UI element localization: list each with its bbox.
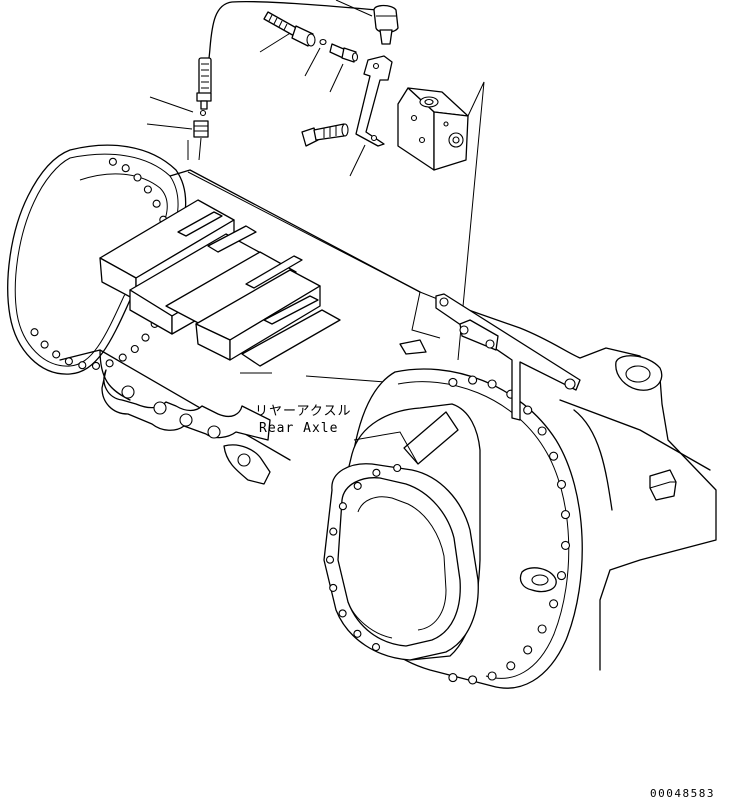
cap-nut	[373, 4, 399, 45]
hub-face-bolt-hole	[393, 463, 402, 473]
leader-lines	[71, 0, 386, 383]
axle-housing-left	[7, 144, 421, 461]
flange-bolt-hole	[78, 361, 87, 370]
flange-bolt-hole	[121, 164, 130, 173]
flange-bolt-hole	[108, 157, 117, 166]
hub-bolt-hole	[523, 645, 533, 655]
label-english: Rear Axle	[259, 421, 338, 436]
hub-face-bolt-hole	[353, 629, 362, 638]
flange-bolt-hole	[52, 350, 61, 359]
hub-bolt-hole	[468, 375, 478, 385]
mount-bracket	[435, 293, 581, 421]
lower-mount-tabs	[101, 369, 271, 485]
hose-assembly	[193, 0, 378, 161]
hub-bolt-holes	[325, 375, 571, 685]
flange-bolt-hole	[143, 185, 152, 194]
hub-face-bolt-hole	[371, 643, 381, 652]
hub-face-bolt-hole	[338, 502, 347, 511]
hub-bolt-hole	[448, 673, 458, 683]
hub-bolt-hole	[537, 624, 547, 634]
flange-bolt-hole	[152, 199, 161, 208]
flange-bolt-hole	[105, 359, 114, 368]
hub-bolt-hole	[448, 377, 458, 387]
rear-axle-label: リヤーアクスル Rear Axle	[255, 404, 351, 436]
hub-bolt-hole	[487, 379, 497, 389]
hub-bolt-hole	[506, 661, 516, 671]
small-washer	[319, 38, 327, 46]
z-bracket	[355, 55, 393, 147]
label-japanese: リヤーアクスル	[255, 404, 351, 419]
hub-bolt-hole	[549, 599, 559, 609]
hub-bolt-hole	[556, 479, 567, 489]
hub-bolt-hole	[549, 451, 559, 461]
flange-bolt-hole	[40, 340, 49, 349]
flange-bolt-hole	[133, 173, 142, 182]
flange-bolt-hole	[130, 344, 139, 354]
counterweight-blocks	[99, 199, 341, 367]
hub-bolt-hole	[487, 671, 497, 681]
hub-face-bolt-hole	[338, 609, 347, 618]
flange-bolt-hole	[30, 328, 39, 337]
hub-face-bolt-hole	[325, 555, 335, 564]
hub-bolt-hole	[560, 510, 571, 520]
valve-block	[397, 87, 469, 171]
hub-bolt-hole	[523, 405, 533, 415]
long-bolt	[263, 11, 316, 47]
hub-bolt-hole	[537, 426, 547, 436]
hub-bolt-hole	[468, 675, 478, 685]
hub-face-bolt-hole	[353, 481, 362, 490]
flange-bolt-hole	[141, 333, 150, 342]
flange-bolt-hole	[91, 361, 101, 370]
final-drive-housing	[323, 299, 717, 689]
hub-face-bolt-hole	[329, 583, 338, 592]
flange-bolt-hole	[118, 353, 127, 362]
hub-bolt-hole	[556, 571, 567, 581]
flange-bolt-hole	[64, 357, 73, 366]
drawing-number: 00048583	[650, 787, 715, 800]
hub-face-bolt-hole	[372, 468, 381, 477]
elbow-fitting	[329, 43, 359, 63]
hub-bolt-hole	[560, 540, 571, 550]
hex-bolt	[301, 123, 349, 147]
hub-face-bolt-hole	[329, 527, 338, 536]
